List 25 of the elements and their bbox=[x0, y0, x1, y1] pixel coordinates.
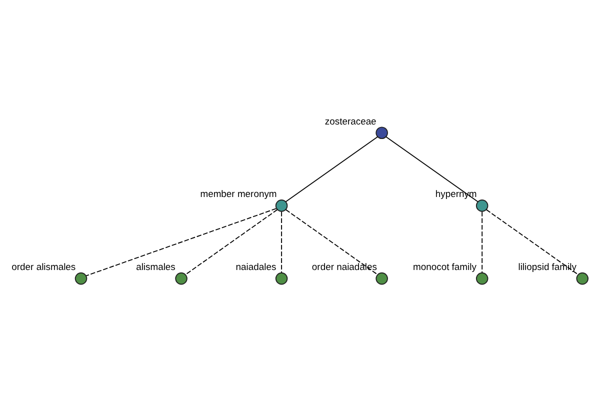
node-circle bbox=[275, 199, 288, 212]
connector bbox=[285, 136, 378, 202]
connector bbox=[386, 136, 478, 202]
connector bbox=[185, 208, 278, 275]
node-circle bbox=[74, 272, 88, 284]
node-label: order naiadales bbox=[312, 262, 377, 273]
node-circle bbox=[275, 272, 288, 284]
node-label: naiadales bbox=[236, 262, 276, 273]
node-circle bbox=[376, 272, 388, 284]
node-label: zosteraceae bbox=[324, 116, 376, 127]
node-label: order alismales bbox=[12, 262, 76, 273]
node-circle bbox=[376, 126, 388, 139]
node-circle bbox=[576, 272, 589, 284]
connector bbox=[482, 210, 483, 273]
connector bbox=[486, 208, 579, 275]
connector bbox=[285, 208, 378, 275]
node-label: liliopsid family bbox=[518, 262, 576, 273]
connector bbox=[86, 208, 277, 276]
node-label: monocot family bbox=[412, 262, 476, 273]
node-circle bbox=[175, 272, 188, 284]
node-circle bbox=[476, 199, 488, 212]
node-label: member meronym bbox=[200, 188, 277, 200]
connector bbox=[281, 210, 282, 273]
node-circle bbox=[476, 272, 488, 284]
node-label: alismales bbox=[136, 262, 176, 273]
